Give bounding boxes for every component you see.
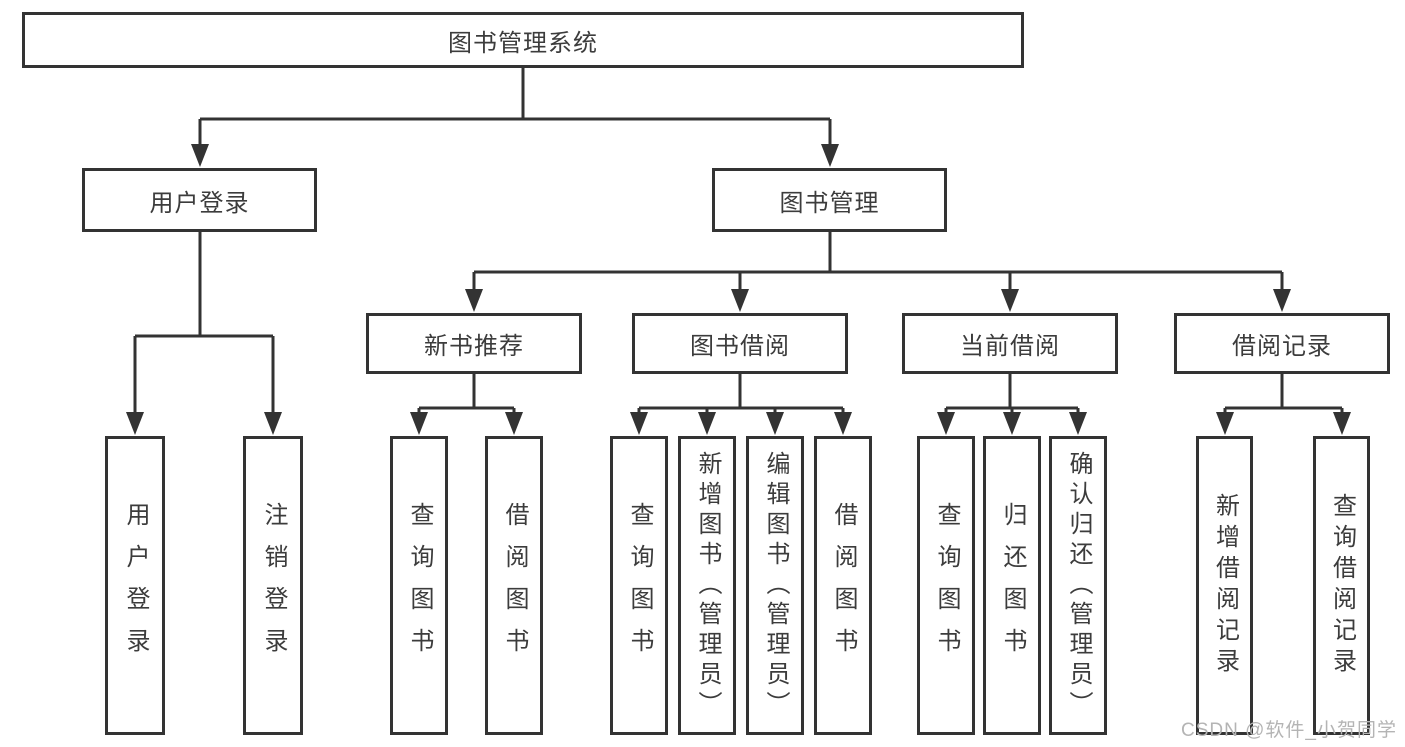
arrow-current-borrow — [1001, 289, 1019, 312]
node-leaf-borrow-books-1: 借阅图书 — [485, 436, 543, 735]
node-library-management-system: 图书管理系统 — [22, 12, 1024, 68]
node-leaf-add-book-admin: 新增图书（管理员） — [678, 436, 736, 735]
node-leaf-add-borrow-record: 新增借阅记录 — [1196, 436, 1253, 735]
node-label: 查询图书 — [406, 501, 433, 670]
node-leaf-query-books-2: 查询图书 — [610, 436, 668, 735]
arrow-leaf-borrow-books-2 — [834, 412, 852, 435]
arrow-leaf-edit-book — [766, 412, 784, 435]
node-user-login: 用户登录 — [82, 168, 317, 232]
arrow-leaf-query-books-2 — [630, 412, 648, 435]
node-label: 查询图书 — [933, 501, 960, 670]
node-label: 图书借阅 — [690, 333, 790, 360]
node-label: 图书管理系统 — [448, 29, 598, 57]
node-label: 图书管理 — [779, 189, 880, 217]
node-leaf-return-book: 归还图书 — [983, 436, 1041, 735]
connector-book-borrow — [637, 374, 845, 414]
arrow-leaf-add-record — [1216, 412, 1234, 435]
node-leaf-logout: 注销登录 — [243, 436, 303, 735]
arrow-book-mgmt — [821, 144, 839, 167]
arrow-leaf-query-books-1 — [410, 412, 428, 435]
node-label: 查询图书 — [626, 501, 653, 670]
arrow-leaf-logout — [264, 412, 282, 435]
node-label: 借阅图书 — [501, 501, 528, 670]
arrow-leaf-confirm-return — [1069, 412, 1087, 435]
arrow-leaf-user-login — [126, 412, 144, 435]
node-leaf-query-books-1: 查询图书 — [390, 436, 448, 735]
arrow-book-borrow — [731, 289, 749, 312]
arrow-leaf-query-record — [1333, 412, 1351, 435]
node-new-book-recommendation: 新书推荐 — [366, 313, 582, 374]
node-leaf-query-borrow-record: 查询借阅记录 — [1313, 436, 1370, 735]
node-leaf-borrow-books-2: 借阅图书 — [814, 436, 872, 735]
arrow-user-login — [191, 144, 209, 167]
node-label: 用户登录 — [122, 501, 149, 670]
node-current-borrowing: 当前借阅 — [902, 313, 1118, 374]
connector-borrow-records — [1223, 374, 1344, 414]
node-label: 新增图书（管理员） — [694, 450, 721, 721]
arrow-leaf-query-books-3 — [937, 412, 955, 435]
node-book-borrowing: 图书借阅 — [632, 313, 848, 374]
node-label: 用户登录 — [149, 189, 250, 217]
arrow-leaf-borrow-books-1 — [505, 412, 523, 435]
node-label: 借阅图书 — [830, 501, 857, 670]
arrow-leaf-return-book — [1003, 412, 1021, 435]
node-label: 新增借阅记录 — [1211, 492, 1239, 679]
node-label: 新书推荐 — [424, 333, 524, 360]
node-leaf-query-books-3: 查询图书 — [917, 436, 975, 735]
node-label: 编辑图书（管理员） — [762, 450, 789, 721]
csdn-watermark: CSDN @软件_小贺同学 — [1181, 720, 1397, 741]
node-label: 当前借阅 — [960, 333, 1060, 360]
node-leaf-edit-book-admin: 编辑图书（管理员） — [746, 436, 804, 735]
node-label: 查询借阅记录 — [1328, 492, 1356, 679]
arrow-leaf-add-book — [698, 412, 716, 435]
connector-current-borrow — [944, 374, 1080, 414]
node-label: 注销登录 — [260, 501, 287, 670]
node-label: 归还图书 — [999, 501, 1026, 670]
node-label: 确认归还（管理员） — [1065, 450, 1092, 721]
node-leaf-user-login: 用户登录 — [105, 436, 165, 735]
connector-book-mgmt — [472, 232, 1284, 291]
arrow-borrow-records — [1273, 289, 1291, 312]
node-label: 借阅记录 — [1232, 333, 1332, 360]
connector-root — [198, 68, 832, 146]
node-book-management: 图书管理 — [712, 168, 947, 232]
connector-user-login — [133, 232, 275, 414]
connector-new-book-rec — [417, 374, 516, 414]
arrow-new-book-rec — [465, 289, 483, 312]
node-leaf-confirm-return-admin: 确认归还（管理员） — [1049, 436, 1107, 735]
node-borrowing-records: 借阅记录 — [1174, 313, 1390, 374]
